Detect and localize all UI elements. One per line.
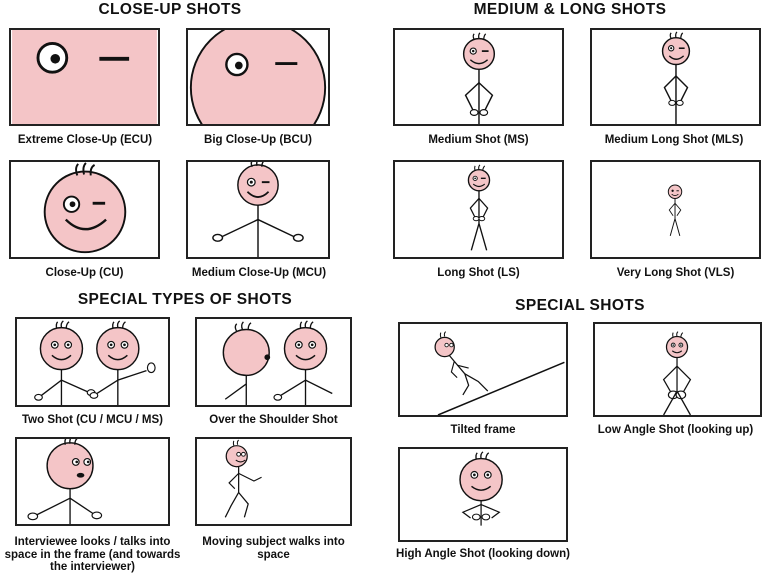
heading-special-shots: SPECIAL SHOTS (515, 297, 645, 314)
heading-closeup-shots: CLOSE-UP SHOTS (98, 1, 242, 18)
frame-interviewee (15, 437, 170, 526)
caption-mcu: Medium Close-Up (MCU) (191, 267, 327, 279)
caption-high-angle: High Angle Shot (looking down) (396, 548, 570, 560)
over-shoulder-illustration (222, 320, 333, 405)
caption-ecu: Extreme Close-Up (ECU) (17, 134, 153, 146)
medium-shot-illustration (462, 32, 496, 124)
heading-medium-long-shots: MEDIUM & LONG SHOTS (473, 1, 667, 18)
very-long-shot-illustration (667, 184, 683, 237)
frame-long-shot (393, 160, 564, 259)
big-closeup-illustration (189, 30, 327, 124)
frame-moving-subject (195, 437, 352, 526)
caption-moving: Moving subject walks into space (202, 536, 345, 561)
caption-two-shot: Two Shot (CU / MCU / MS) (22, 414, 163, 426)
heading-special-types: SPECIAL TYPES OF SHOTS (77, 291, 293, 308)
caption-cu: Close-Up (CU) (45, 267, 124, 279)
frame-closeup (9, 160, 160, 259)
medium-long-shot-illustration (661, 31, 691, 124)
caption-ms: Medium Shot (MS) (428, 134, 529, 146)
interviewee-illustration (27, 439, 103, 524)
two-shot-illustration (34, 320, 156, 405)
frame-over-shoulder (195, 317, 352, 407)
caption-low-angle: Low Angle Shot (looking up) (597, 424, 754, 436)
frame-very-long-shot (590, 160, 761, 259)
caption-bcu: Big Close-Up (BCU) (204, 134, 312, 146)
caption-interviewee: Interviewee looks / talks into space in … (4, 536, 181, 573)
medium-closeup-illustration (212, 162, 304, 257)
caption-mls: Medium Long Shot (MLS) (604, 134, 744, 146)
frame-medium-long-shot (590, 28, 761, 126)
tilted-frame-illustration (434, 331, 565, 415)
frame-two-shot (15, 317, 170, 407)
caption-ls: Long Shot (LS) (437, 267, 520, 279)
high-angle-illustration (459, 451, 503, 526)
frame-tilted (398, 322, 568, 417)
frame-low-angle (593, 322, 762, 417)
caption-tilted: Tilted frame (450, 424, 516, 436)
moving-subject-illustration (224, 439, 262, 518)
long-shot-illustration (467, 164, 491, 251)
frame-big-closeup (186, 28, 330, 126)
caption-vls: Very Long Shot (VLS) (616, 267, 735, 279)
frame-medium-closeup (186, 160, 330, 259)
extreme-closeup-illustration (12, 30, 157, 124)
caption-ots: Over the Shoulder Shot (209, 414, 338, 426)
closeup-illustration (43, 162, 127, 254)
frame-extreme-closeup (9, 28, 160, 126)
frame-medium-shot (393, 28, 564, 126)
frame-high-angle (398, 447, 568, 542)
low-angle-illustration (662, 331, 692, 415)
